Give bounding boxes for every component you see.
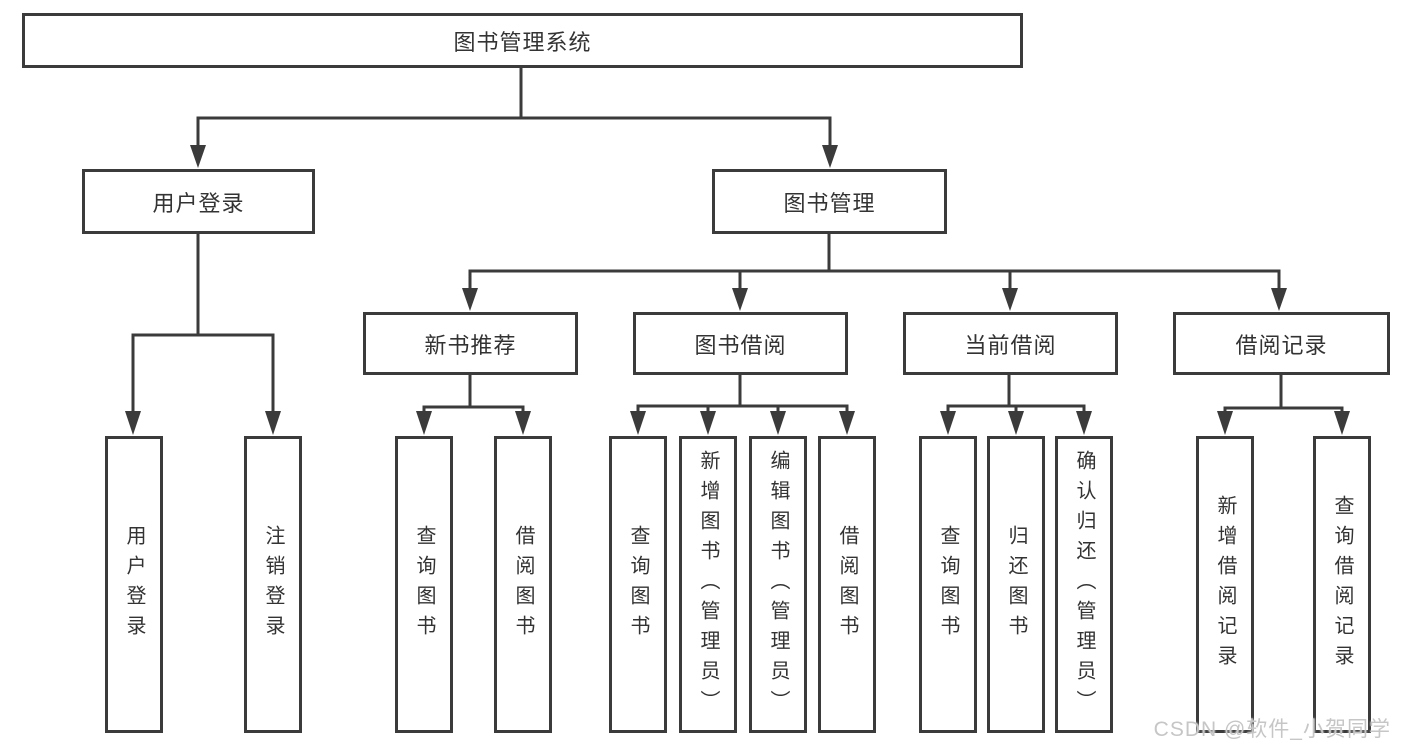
node-root-system: 图书管理系统 xyxy=(22,13,1023,68)
node-new-book-recommend: 新书推荐 xyxy=(363,312,578,375)
connector-borrowrecord-to-leaves xyxy=(1217,375,1350,435)
leaf-current-return-books: 归还图书 xyxy=(987,436,1045,733)
node-book-management: 图书管理 xyxy=(712,169,947,234)
node-current-borrow: 当前借阅 xyxy=(903,312,1118,375)
node-book-borrow: 图书借阅 xyxy=(633,312,848,375)
connector-currentborrow-to-leaves xyxy=(940,375,1092,435)
connector-root-to-level2 xyxy=(190,68,838,168)
leaf-borrow-borrow-books: 借阅图书 xyxy=(818,436,876,733)
connector-bookmgmt-to-level3 xyxy=(462,234,1287,311)
leaf-current-confirm-return-admin: 确认归还（管理员） xyxy=(1055,436,1113,733)
leaf-record-add-borrow-record: 新增借阅记录 xyxy=(1196,436,1254,733)
leaf-user-login: 用户登录 xyxy=(105,436,163,733)
node-borrow-records: 借阅记录 xyxy=(1173,312,1390,375)
node-user-login: 用户登录 xyxy=(82,169,315,234)
leaf-newbook-query-books: 查询图书 xyxy=(395,436,453,733)
connector-bookborrow-to-leaves xyxy=(630,375,855,435)
leaf-borrow-query-books: 查询图书 xyxy=(609,436,667,733)
leaf-logout: 注销登录 xyxy=(244,436,302,733)
leaf-current-query-books: 查询图书 xyxy=(919,436,977,733)
connector-userlogin-to-leaves xyxy=(125,234,281,435)
leaf-borrow-add-books-admin: 新增图书（管理员） xyxy=(679,436,737,733)
leaf-record-query-borrow-record: 查询借阅记录 xyxy=(1313,436,1371,733)
leaf-newbook-borrow-books: 借阅图书 xyxy=(494,436,552,733)
connector-newbook-to-leaves xyxy=(416,375,531,435)
leaf-borrow-edit-books-admin: 编辑图书（管理员） xyxy=(749,436,807,733)
csdn-watermark: CSDN @软件_小贺同学 xyxy=(1153,718,1391,741)
